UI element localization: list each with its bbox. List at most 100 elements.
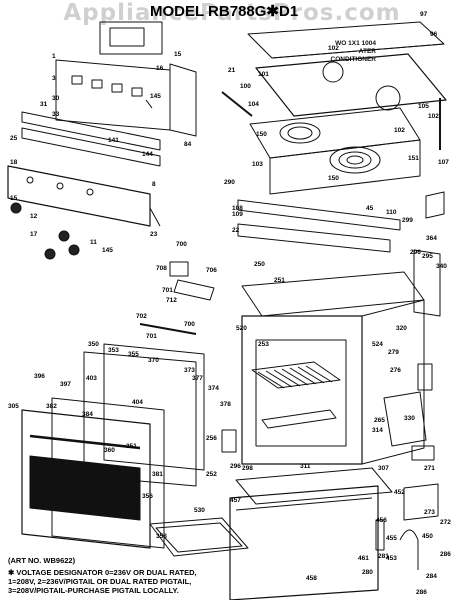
part-label-377: 377 (192, 375, 203, 382)
knob-12 (10, 202, 22, 214)
part-label-108: 108 (232, 205, 243, 212)
part-label-273: 273 (424, 509, 435, 516)
part-label-150: 150 (256, 131, 267, 138)
part-label-8: 8 (152, 181, 156, 188)
part-label-100: 100 (240, 83, 251, 90)
coil-burner-large-inner (338, 151, 372, 169)
part-label-702: 702 (136, 313, 147, 320)
art-number: (ART NO. WB9622) (8, 556, 76, 565)
part-label-404: 404 (132, 399, 143, 406)
oven-rack (251, 361, 341, 389)
part-label-295: 295 (422, 253, 433, 260)
part-label-102: 102 (394, 127, 405, 134)
oven-liner (255, 339, 347, 447)
switch-hole-3 (86, 188, 94, 196)
part-label-284: 284 (426, 573, 437, 580)
backguard-window (109, 27, 145, 47)
part-label-305: 305 (8, 403, 19, 410)
part-label-360: 360 (104, 447, 115, 454)
front-control-strip-2 (21, 127, 161, 167)
part-label-252: 252 (206, 471, 217, 478)
oven-cavity-top (241, 271, 425, 317)
part-label-458: 458 (306, 575, 317, 582)
part-label-355: 355 (128, 351, 139, 358)
door-window (29, 455, 141, 521)
part-label-524: 524 (372, 341, 383, 348)
knob-11b (68, 244, 80, 256)
part-label-12: 12 (30, 213, 38, 220)
part-label-110: 110 (386, 209, 397, 216)
part-label-256: 256 (206, 435, 217, 442)
knob-11a (58, 230, 70, 242)
front-control-strip (21, 111, 161, 151)
part-label-144: 144 (142, 151, 153, 158)
part-label-374: 374 (208, 385, 219, 392)
part-label-96: 96 (430, 31, 438, 38)
part-label-276: 276 (390, 367, 401, 374)
part-label-107: 107 (438, 159, 449, 166)
part-label-145: 145 (150, 93, 161, 100)
door-inner-panel (83, 351, 197, 487)
thermostat-switch (169, 261, 189, 277)
trim-strip (221, 91, 253, 117)
part-label-330: 330 (404, 415, 415, 422)
part-label-701: 701 (146, 333, 157, 340)
cooktop-frame-edge (271, 43, 445, 59)
part-label-109: 109 (232, 211, 243, 218)
part-label-150: 150 (328, 175, 339, 182)
part-label-382: 382 (46, 403, 57, 410)
drawer-front-stripe (235, 497, 373, 511)
terminal-block (403, 483, 439, 521)
part-label-700: 700 (184, 321, 195, 328)
part-label-381: 381 (152, 471, 163, 478)
infinite-switch (383, 391, 427, 447)
part-label-101: 101 (258, 71, 269, 78)
part-label-141: 141 (108, 137, 119, 144)
oven-cavity-side (361, 299, 425, 465)
part-label-97: 97 (420, 11, 428, 18)
burner-marking-1 (322, 61, 344, 83)
cooktop-frame (247, 21, 445, 59)
part-label-701: 701 (162, 287, 173, 294)
part-label-700: 700 (176, 241, 187, 248)
part-label-84: 84 (184, 141, 192, 148)
element-socket (411, 445, 435, 461)
front-control-panel (7, 165, 151, 227)
part-label-356: 356 (142, 493, 153, 500)
door-hinge (221, 429, 237, 453)
screw-145a (145, 99, 153, 109)
part-label-384: 384 (82, 411, 93, 418)
part-label-103: 103 (252, 161, 263, 168)
part-label-17: 17 (30, 231, 38, 238)
part-label-22: 22 (232, 227, 240, 234)
part-label-281: 281 (378, 553, 389, 560)
coil-burner-large-core (346, 155, 364, 165)
part-label-272: 272 (440, 519, 451, 526)
part-label-314: 314 (372, 427, 383, 434)
part-label-11: 11 (90, 239, 97, 246)
voltage-note-line-1: ✱ VOLTAGE DESIGNATOR 0=236V OR DUAL RATE… (8, 568, 197, 577)
cooktop-top (255, 53, 447, 117)
part-label-520: 520 (236, 325, 247, 332)
part-label-307: 307 (378, 465, 389, 472)
power-cord-bracket (399, 529, 419, 570)
part-label-279: 279 (388, 349, 399, 356)
part-label-286: 286 (416, 589, 427, 596)
part-label-370: 370 (148, 357, 159, 364)
part-label-265: 265 (374, 417, 385, 424)
side-rail (237, 199, 401, 231)
burner-marking-2 (375, 85, 401, 111)
coil-burner-large (329, 146, 381, 174)
diagram-title: MODEL RB788G✱D1 (150, 3, 299, 20)
voltage-note-line-2: 1=208V, 2=236V/PIGTAIL OR DUAL RATED PIG… (8, 577, 192, 586)
part-label-296: 296 (410, 249, 421, 256)
part-label-351: 351 (126, 443, 137, 450)
switch-hole-1 (26, 176, 34, 184)
part-label-30: 30 (52, 95, 60, 102)
part-label-296: 296 (230, 463, 241, 470)
clock-timer (417, 363, 433, 391)
part-label-3: 3 (52, 75, 56, 82)
voltage-note-line-3: 3=208V/PIGTAIL-PURCHASE PIGTAIL LOCALLY. (8, 586, 179, 595)
rear-bracket (413, 249, 441, 317)
part-label-364: 364 (426, 235, 437, 242)
